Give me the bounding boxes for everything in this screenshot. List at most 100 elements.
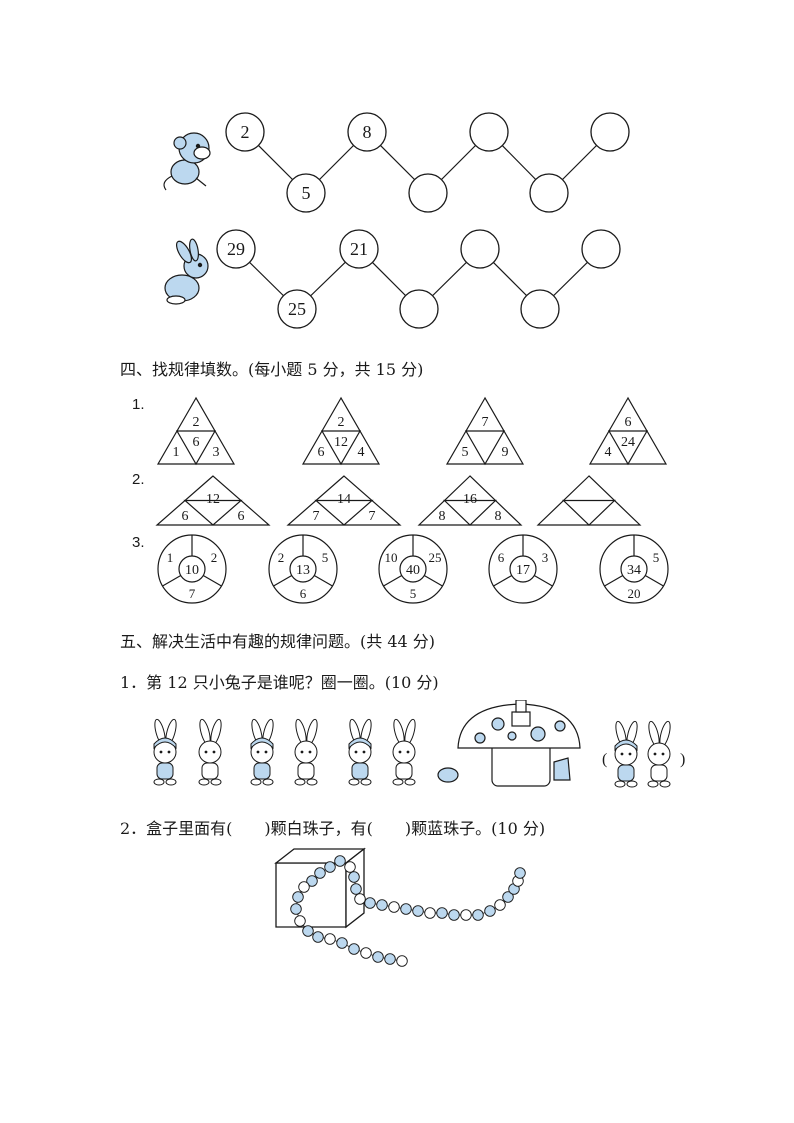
flat-right-number: 8 [495, 509, 502, 524]
flat-left-number: 7 [313, 509, 320, 524]
section-5-heading: 五、解决生活中有趣的规律问题。(共 44 分) [120, 632, 436, 651]
bead [436, 907, 448, 919]
rabbit-icon [164, 238, 209, 305]
bead [298, 881, 310, 893]
bead [348, 871, 360, 883]
number-circle-bottom[interactable] [399, 289, 439, 329]
triangle-center-number: 24 [621, 435, 635, 450]
bead [372, 951, 384, 963]
wheel-right-number: 5 [653, 550, 660, 565]
number-circle-top[interactable] [347, 112, 387, 152]
rabbit-icon[interactable] [348, 718, 373, 786]
bead [302, 925, 314, 937]
triangle-top-number: 2 [338, 415, 345, 430]
number-circle-top[interactable] [590, 112, 630, 152]
wheel-puzzle: 10 1 2 7 [157, 534, 227, 604]
wheel-center-number: 40 [406, 563, 420, 578]
bead [294, 915, 306, 927]
rabbit-icon[interactable] [153, 718, 178, 786]
wheel-center-number: 34 [627, 563, 641, 578]
bead [388, 901, 400, 913]
circle-number: 29 [227, 239, 245, 259]
bead [396, 955, 408, 967]
bead [314, 867, 326, 879]
section-4-heading: 四、找规律填数。(每小题 5 分，共 15 分) [120, 360, 424, 379]
circle-number: 8 [363, 122, 372, 142]
mushroom-house-icon [437, 700, 581, 787]
rabbit-icon[interactable] [250, 718, 275, 786]
bead [292, 891, 304, 903]
flat-left-number: 8 [439, 509, 446, 524]
flat-top-number: 14 [337, 492, 351, 507]
bead [306, 875, 318, 887]
wheel-left-number: 2 [278, 550, 285, 565]
close-paren: ) [680, 751, 685, 768]
triangle-left-number: 1 [173, 445, 180, 460]
bead [350, 883, 362, 895]
bead [514, 867, 526, 879]
number-circle-top[interactable] [225, 112, 265, 152]
flat-triangle-puzzle: 14 7 7 [286, 475, 402, 526]
number-circle-top[interactable] [216, 229, 256, 269]
number-circle-bottom[interactable] [408, 173, 448, 213]
wheel-right-number: 3 [542, 550, 549, 565]
number-circle-top[interactable] [339, 229, 379, 269]
bead [360, 947, 372, 959]
rabbit-icon[interactable] [198, 718, 223, 786]
triangle-right-number: 4 [358, 445, 365, 460]
flat-right-number: 7 [369, 509, 376, 524]
number-circle-bottom[interactable] [277, 289, 317, 329]
circle-number: 5 [302, 183, 311, 203]
flat-triangle-puzzle [536, 475, 642, 526]
bead [376, 899, 388, 911]
wheel-bottom-number: 7 [189, 586, 196, 601]
triangle-left-number: 4 [605, 445, 612, 460]
wheel-left-number: 1 [167, 550, 174, 565]
triangle-puzzle: 6 24 4 [588, 396, 668, 466]
flat-top-number: 12 [206, 492, 220, 507]
rabbit-icon[interactable] [614, 720, 639, 788]
bead [472, 909, 484, 921]
number-circle-top[interactable] [581, 229, 621, 269]
zigzag-row-1: 258 [225, 112, 630, 213]
triangle-top-number: 6 [625, 415, 632, 430]
bead [448, 909, 460, 921]
bead [502, 891, 514, 903]
bead [400, 903, 412, 915]
circle-number: 21 [350, 239, 368, 259]
wheel-right-number: 2 [211, 550, 218, 565]
wheel-bottom-number: 20 [628, 586, 641, 601]
flat-top-number: 16 [463, 492, 477, 507]
wheel-left-number: 6 [498, 550, 505, 565]
triangle-left-number: 5 [462, 445, 469, 460]
number-circle-bottom[interactable] [286, 173, 326, 213]
monkey-icon [163, 132, 211, 191]
rabbit-icon[interactable] [647, 720, 672, 788]
number-circle-bottom[interactable] [529, 173, 569, 213]
number-circle-top[interactable] [460, 229, 500, 269]
question-3-label: 3. [132, 534, 145, 551]
triangle-top-number: 7 [482, 415, 489, 430]
bead-box-figure [274, 847, 526, 967]
number-circle-top[interactable] [469, 112, 509, 152]
number-circle-bottom[interactable] [520, 289, 560, 329]
wheel-center-number: 10 [185, 563, 199, 578]
flat-left-number: 6 [182, 509, 189, 524]
bead [348, 943, 360, 955]
triangle-left-number: 6 [318, 445, 325, 460]
rabbit-icon[interactable] [392, 718, 417, 786]
wheel-left-number: 10 [385, 550, 398, 565]
rabbit-icon[interactable] [294, 718, 319, 786]
rabbit-row: ( ) [153, 700, 685, 788]
question-1-label: 1. [132, 396, 145, 413]
bead [384, 953, 396, 965]
triangle-right-number: 3 [213, 445, 220, 460]
